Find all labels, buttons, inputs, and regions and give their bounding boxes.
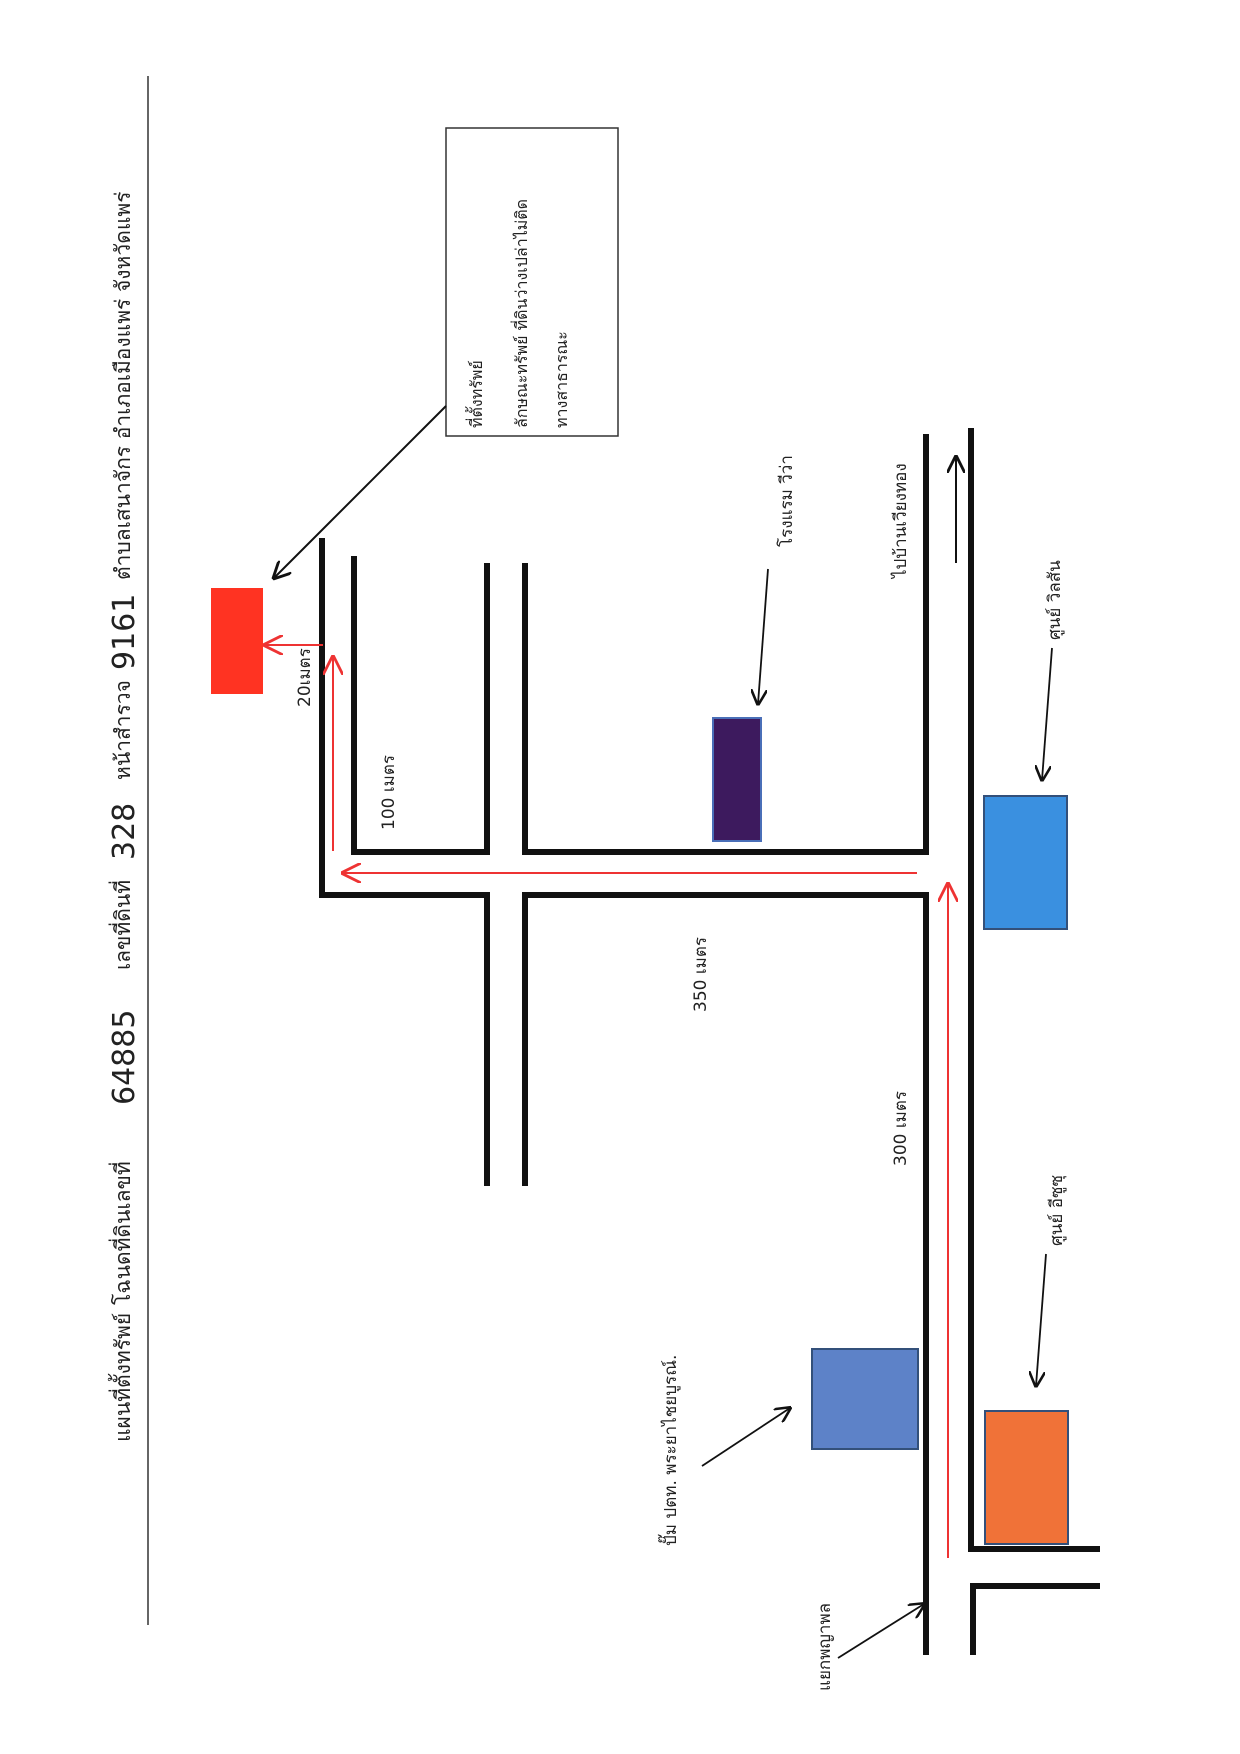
- deed-number: 64885: [107, 1010, 142, 1105]
- info-line-1: ที่ตั้งทรัพย์: [465, 360, 486, 428]
- to-village-label: ไปบ้านเวียงทอง: [890, 463, 911, 580]
- distance-100-label: 100 เมตร: [379, 755, 399, 830]
- center-wilson-label: ศูนย์ วิลสัน: [1045, 560, 1065, 640]
- center-isuzu-marker: [984, 1410, 1069, 1545]
- hotel-label: โรงแรม วีว่า: [776, 455, 797, 547]
- junction-pointer-arrow: [837, 1604, 924, 1659]
- land-no-label: เลขที่ดินที่: [108, 880, 135, 970]
- ptt-marker: [811, 1348, 919, 1450]
- location-text: ตำบลเสนาจักร อำเภอเมืองแพร่ จังหวัดแพร่: [111, 192, 135, 581]
- road-main-east: [968, 428, 1100, 1552]
- junction-label: แยกพญาพล: [815, 1603, 835, 1691]
- wilson-pointer-arrow: [1042, 647, 1053, 780]
- property-marker: [211, 588, 263, 694]
- info-pointer-arrow: [274, 405, 447, 578]
- survey-no: 9161: [107, 594, 142, 670]
- map-title: แผนที่ตั้งทรัพย์: [108, 1313, 135, 1442]
- info-box: [445, 127, 619, 437]
- center-wilson-marker: [983, 795, 1068, 930]
- road-soi-outer: [319, 538, 490, 1186]
- center-isuzu-label: ศูนย์ อีซูซุ: [1047, 1175, 1067, 1246]
- distance-20-label: 20เมตร: [295, 648, 315, 707]
- info-line-2: ลักษณะทรัพย์ ที่ดินว่างเปล่าไม่ติด: [510, 199, 531, 428]
- survey-label: หน้าสำรวจ: [111, 680, 135, 780]
- roads: [319, 428, 1100, 1655]
- isuzu-pointer-arrow: [1036, 1253, 1047, 1386]
- road-main-east-lower: [970, 1583, 1100, 1655]
- distance-350-label: 350 เมตร: [691, 937, 711, 1012]
- hotel-marker: [712, 717, 762, 842]
- ptt-pointer-arrow: [701, 1408, 790, 1467]
- deed-label: โฉนดที่ดินเลขที่: [108, 1161, 135, 1305]
- info-line-3: ทางสาธารณะ: [552, 331, 571, 428]
- header-text: แผนที่ตั้งทรัพย์ โฉนดที่ดินเลขที่ 64885 …: [107, 192, 142, 1443]
- hotel-pointer-arrow: [758, 568, 769, 704]
- road-cross-top: [522, 434, 929, 855]
- road-cross-bottom: [522, 892, 929, 1655]
- ptt-station-label: ปั๊ม ปตท. พระยาไชยบูรณ์.: [657, 1355, 681, 1546]
- distance-300-label: 300 เมตร: [891, 1091, 911, 1166]
- road-soi-inner: [351, 556, 490, 855]
- route: [265, 645, 948, 1558]
- land-no: 328: [107, 803, 142, 860]
